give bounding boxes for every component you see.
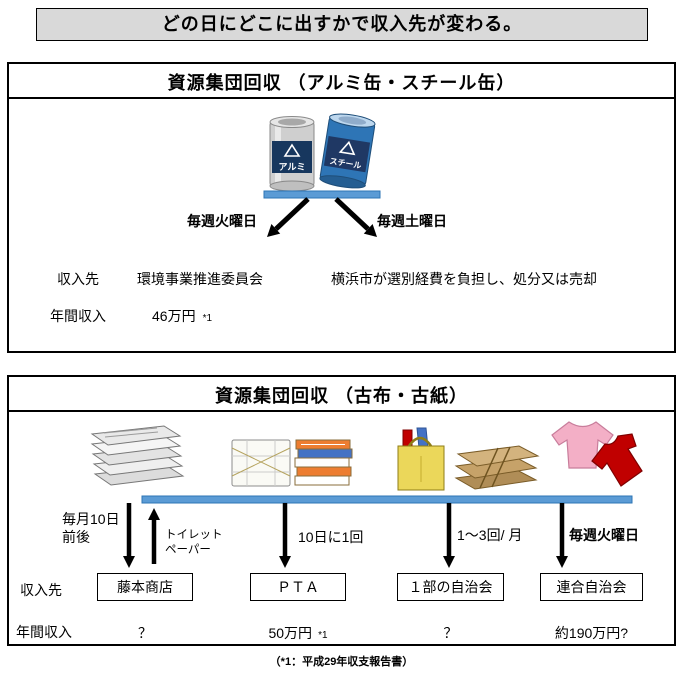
income-box-label: １部の自治会 <box>408 579 493 595</box>
saturday-schedule-label: 毎週土曜日 <box>377 213 447 229</box>
section-paper-title: 資源集団回収 （古布・古紙） <box>215 386 468 406</box>
saturday-arrow-icon <box>334 197 377 237</box>
pta-down-arrow-icon <box>279 503 291 568</box>
paper-bundle-icon <box>231 439 291 487</box>
annual-amount: ？ <box>443 625 458 641</box>
fujimoto-down-arrow-icon <box>123 503 135 568</box>
magazine-stack-icon <box>294 439 353 486</box>
fujimoto-schedule-label: 毎月10日 前後 <box>62 511 120 546</box>
city-disposal-note: 横浜市が選別経費を負担し、処分又は売却 <box>331 271 597 287</box>
cardboard-icon <box>454 445 540 490</box>
annual-amount: ？ <box>138 625 152 641</box>
income-box-jichikai: １部の自治会 <box>397 573 504 601</box>
cans-base-bar <box>263 190 381 199</box>
toilet-paper-return-label: トイレット ペーパー <box>165 529 223 556</box>
income-box-fujimoto: 藤本商店 <box>97 573 193 601</box>
income-destination-label: 収入先 <box>20 582 62 598</box>
income-box-label: 連合自治会 <box>556 579 627 595</box>
paper-illustration <box>90 421 643 568</box>
section-cans: 資源集団回収 （アルミ缶・スチール缶） アルミ <box>7 62 676 353</box>
annual-income-amount: 46万円 <box>152 308 196 324</box>
newspaper-icon <box>90 425 185 486</box>
income-destination-label: 収入先 <box>57 271 99 287</box>
annual-amount: 約190万円? <box>554 625 629 641</box>
page-title: どの日にどこに出すかで収入先が変わる。 <box>36 8 648 41</box>
jichikai-schedule-label: 1～3回/ 月 <box>457 527 523 543</box>
toilet-paper-up-arrow-icon <box>148 508 160 564</box>
pta-schedule-label: 10日に1回 <box>298 529 364 545</box>
rengo-schedule-label: 毎週火曜日 <box>569 527 639 543</box>
section-paper: 資源集団回収 （古布・古紙） <box>7 375 676 646</box>
annual-value-jichikai: ？ <box>397 623 504 643</box>
income-box-label: 藤本商店 <box>117 579 173 595</box>
annual-value-pta: 50万円 *1 <box>250 623 346 643</box>
annual-income-footnote-ref: *1 <box>202 313 213 324</box>
income-box-label: ＰＴＡ <box>277 579 319 595</box>
annual-income-label: 年間収入 <box>16 624 72 640</box>
paper-bag-icon <box>397 427 445 491</box>
income-box-pta: ＰＴＡ <box>250 573 346 601</box>
clothes-icon <box>551 421 643 487</box>
jichikai-down-arrow-icon <box>443 503 455 568</box>
rengo-down-arrow-icon <box>556 503 568 568</box>
annual-value-fujimoto: ？ <box>97 623 193 643</box>
footnote: （*1：平成29年収支報告書） <box>269 656 414 668</box>
annual-amount: 50万円 <box>268 625 313 641</box>
aluminum-can-icon: アルミ <box>269 116 315 192</box>
annual-value-rengo: 約190万円? <box>540 623 643 643</box>
section-paper-divider <box>9 410 674 412</box>
section-cans-divider <box>9 97 674 99</box>
tuesday-arrow-icon <box>267 197 310 237</box>
steel-can-icon: スチール <box>319 113 376 189</box>
income-destination-value: 環境事業推進委員会 <box>137 271 263 287</box>
aluminum-can-label: アルミ <box>279 162 306 172</box>
income-box-rengo: 連合自治会 <box>540 573 643 601</box>
annual-income-label: 年間収入 <box>50 308 106 324</box>
cans-illustration: アルミ スチール <box>263 113 381 237</box>
collection-bar <box>141 495 633 504</box>
tuesday-schedule-label: 毎週火曜日 <box>187 213 257 229</box>
annual-footnote-ref: *1 <box>318 630 328 641</box>
section-cans-title: 資源集団回収 （アルミ缶・スチール缶） <box>167 73 516 93</box>
annual-income-value: 46万円 *1 <box>152 307 212 325</box>
